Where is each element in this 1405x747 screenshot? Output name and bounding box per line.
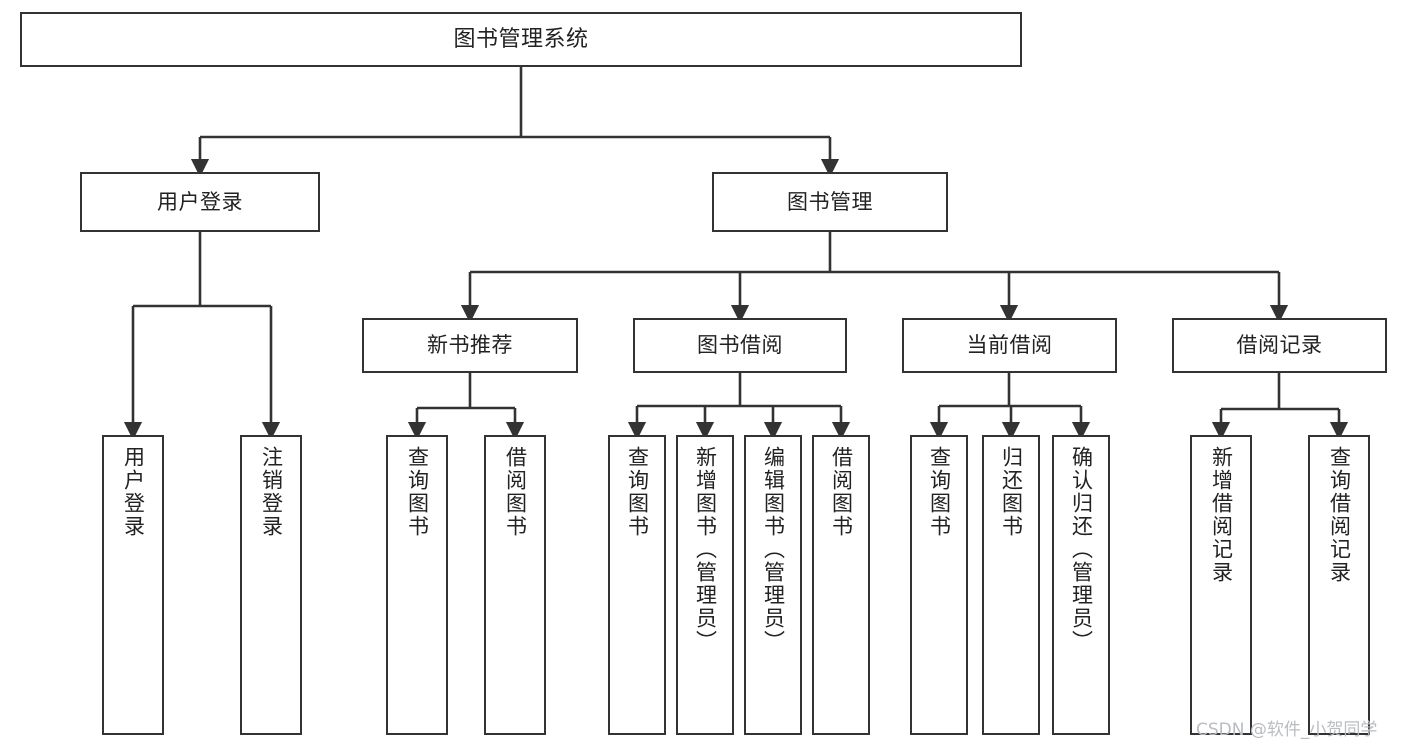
node-borrow-record[interactable]: 借阅记录	[1172, 318, 1387, 373]
watermark: CSDN @软件_小贺同学	[1196, 720, 1378, 740]
node-current-borrow[interactable]: 当前借阅	[902, 318, 1117, 373]
node-book-manage[interactable]: 图书管理	[712, 172, 948, 232]
node-leaf-query-book-2-label: 查询图书	[625, 446, 650, 538]
node-leaf-borrow-book-1[interactable]: 借阅图书	[484, 435, 546, 735]
node-leaf-query-book-2[interactable]: 查询图书	[608, 435, 666, 735]
node-leaf-return-book[interactable]: 归还图书	[982, 435, 1040, 735]
node-leaf-add-book-admin[interactable]: 新增图书（管理员）	[676, 435, 734, 735]
node-root[interactable]: 图书管理系统	[20, 12, 1022, 67]
node-leaf-user-login[interactable]: 用户登录	[102, 435, 164, 735]
node-borrow-record-label: 借阅记录	[1236, 333, 1323, 358]
node-leaf-query-book-3-label: 查询图书	[927, 446, 952, 538]
node-leaf-add-borrow-record[interactable]: 新增借阅记录	[1190, 435, 1252, 735]
node-leaf-user-login-label: 用户登录	[121, 446, 146, 538]
node-current-borrow-label: 当前借阅	[966, 333, 1053, 358]
node-leaf-add-book-admin-label: 新增图书（管理员）	[693, 446, 718, 653]
node-user-login[interactable]: 用户登录	[80, 172, 320, 232]
node-leaf-confirm-return-admin[interactable]: 确认归还（管理员）	[1052, 435, 1110, 735]
node-leaf-logout-label: 注销登录	[259, 446, 284, 538]
node-new-book-rec[interactable]: 新书推荐	[362, 318, 578, 373]
node-leaf-query-book-1-label: 查询图书	[405, 446, 430, 538]
node-new-book-rec-label: 新书推荐	[427, 333, 513, 358]
node-book-borrow[interactable]: 图书借阅	[633, 318, 847, 373]
node-leaf-borrow-book-1-label: 借阅图书	[503, 446, 528, 538]
node-leaf-borrow-book-2[interactable]: 借阅图书	[812, 435, 870, 735]
node-leaf-edit-book-admin[interactable]: 编辑图书（管理员）	[744, 435, 802, 735]
node-root-label: 图书管理系统	[453, 26, 589, 52]
node-leaf-logout[interactable]: 注销登录	[240, 435, 302, 735]
node-leaf-add-borrow-record-label: 新增借阅记录	[1209, 446, 1234, 584]
node-book-manage-label: 图书管理	[787, 189, 873, 214]
node-leaf-query-borrow-record-label: 查询借阅记录	[1327, 446, 1352, 584]
node-leaf-borrow-book-2-label: 借阅图书	[829, 446, 854, 538]
node-leaf-confirm-return-admin-label: 确认归还（管理员）	[1069, 446, 1094, 653]
node-leaf-query-book-1[interactable]: 查询图书	[386, 435, 448, 735]
node-leaf-return-book-label: 归还图书	[999, 446, 1024, 538]
node-user-login-label: 用户登录	[157, 189, 243, 214]
node-leaf-edit-book-admin-label: 编辑图书（管理员）	[761, 446, 786, 653]
node-leaf-query-book-3[interactable]: 查询图书	[910, 435, 968, 735]
node-leaf-query-borrow-record[interactable]: 查询借阅记录	[1308, 435, 1370, 735]
node-book-borrow-label: 图书借阅	[697, 333, 783, 358]
